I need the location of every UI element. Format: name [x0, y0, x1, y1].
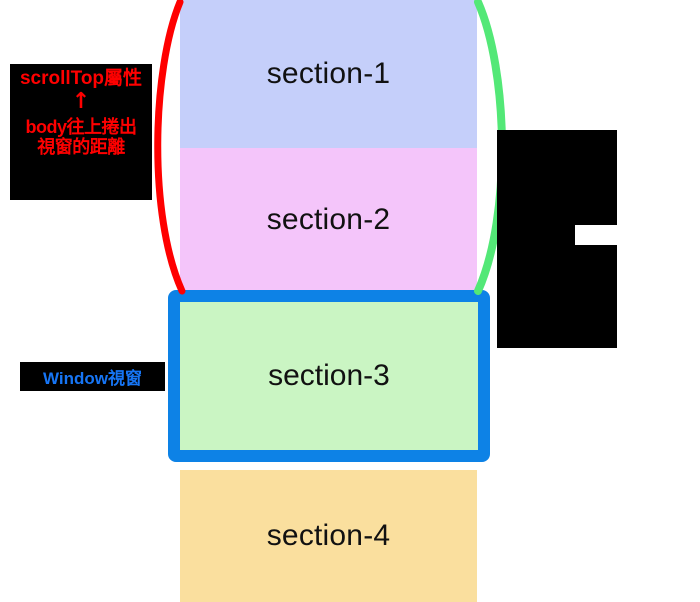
section-4-block[interactable]: section-4 — [180, 470, 477, 602]
section-1-block[interactable]: section-1 — [180, 0, 477, 148]
left-arc-brace — [154, 0, 186, 295]
up-arrow-icon: ↑ — [71, 89, 91, 115]
section-4-label: section-4 — [266, 519, 391, 552]
scrollheight-callout: Scrollheight — [497, 130, 617, 348]
window-viewport-callout: Window視窗 — [20, 362, 165, 391]
section-2-block[interactable]: section-2 — [180, 148, 477, 292]
scrollheight-label: Scrollheight — [575, 225, 617, 245]
section-3-block[interactable]: section-3 — [180, 302, 478, 450]
scrolltop-callout: scrollTop屬性 ↑ body往上捲出 視窗的距離 — [10, 64, 152, 200]
scrolltop-desc-line-2: 視窗的距離 — [37, 137, 125, 158]
section-2-label: section-2 — [266, 203, 391, 236]
viewport-highlight-border[interactable]: section-3 — [168, 290, 490, 462]
section-1-label: section-1 — [266, 57, 391, 90]
window-viewport-label: Window視窗 — [43, 369, 142, 388]
section-3-label: section-3 — [268, 359, 390, 392]
scrolltop-title: scrollTop屬性 — [19, 68, 143, 89]
scrolltop-desc-line-1: body往上捲出 — [25, 117, 138, 138]
